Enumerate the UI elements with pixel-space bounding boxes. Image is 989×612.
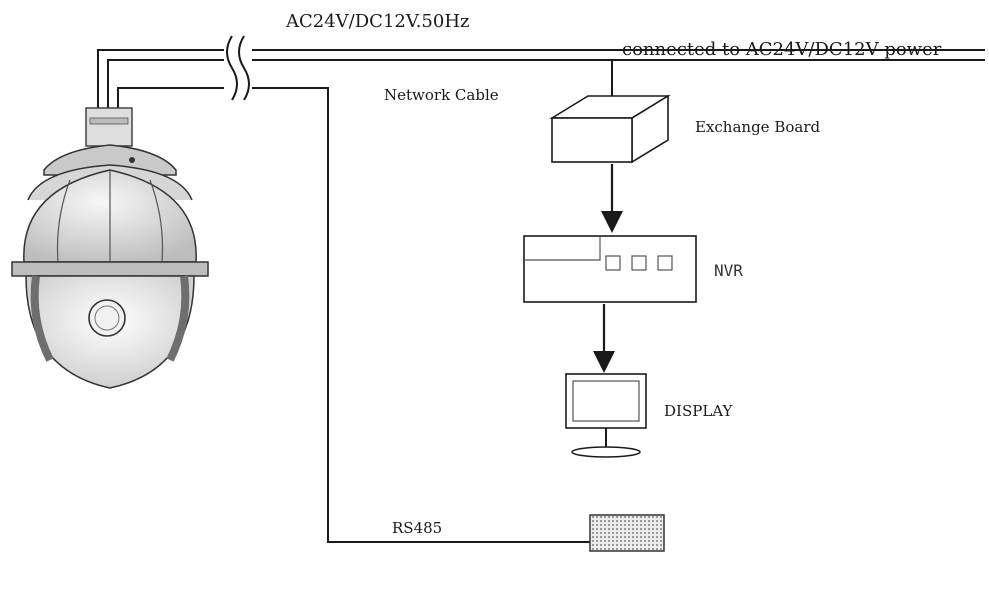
network-cable: [108, 59, 613, 110]
control-keyboard-icon: [589, 514, 665, 552]
power-connection-label: connected to AC24V/DC12V power: [622, 39, 942, 60]
exchange-board-box-icon: [549, 94, 671, 164]
display-monitor-icon: [565, 373, 647, 458]
nvr-recorder-icon: [523, 235, 697, 303]
ptz-dome-camera-icon: [11, 107, 209, 389]
rs485-cable: [117, 87, 590, 543]
cable-break-icon: [224, 35, 252, 102]
display-label: DISPLAY: [664, 402, 734, 420]
power-spec-label: AC24V/DC12V.50Hz: [285, 11, 470, 32]
nvr-label: NVR: [714, 261, 743, 280]
exchange-board-label: Exchange Board: [695, 118, 820, 136]
network-cable-label: Network Cable: [384, 86, 499, 104]
rs485-label: RS485: [392, 519, 442, 537]
